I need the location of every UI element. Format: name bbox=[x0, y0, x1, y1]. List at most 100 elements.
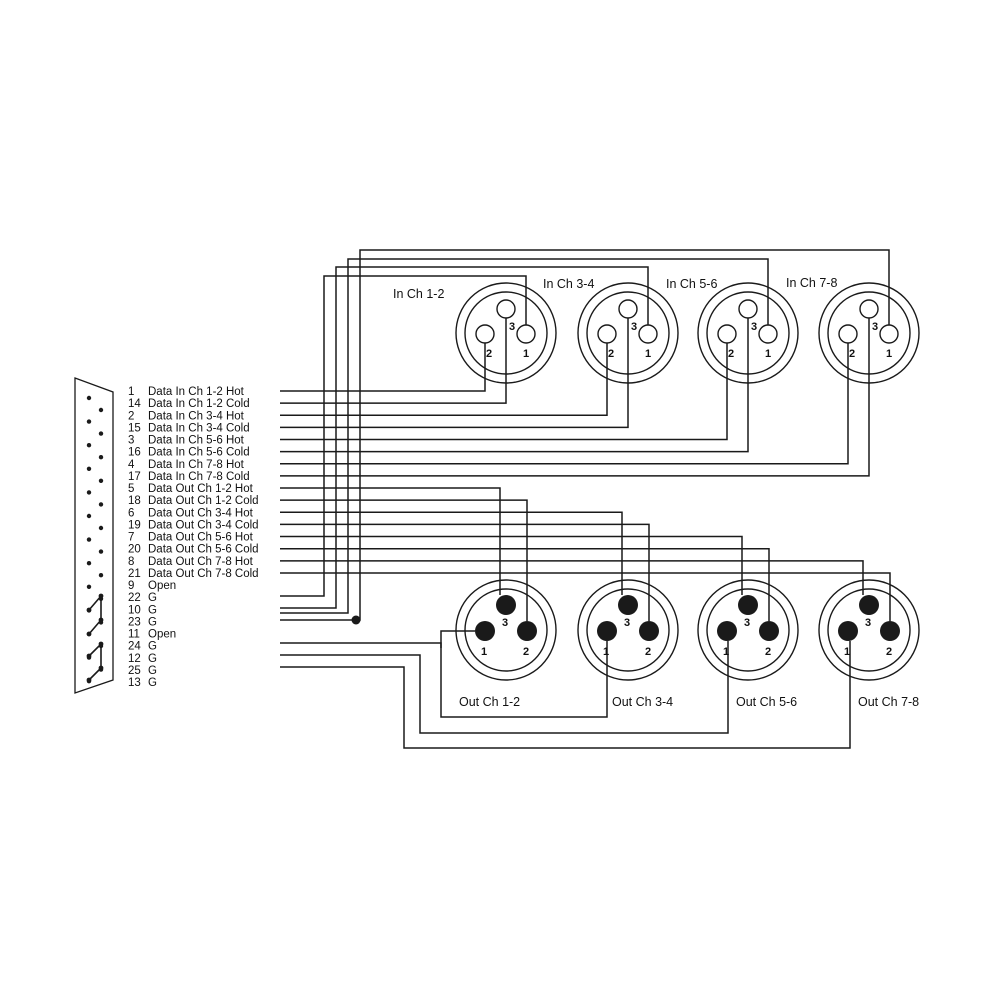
dsub-pin-number: 2 bbox=[128, 410, 134, 422]
dsub-pin-number: 19 bbox=[128, 519, 141, 531]
dsub-pin-label: Data Out Ch 1-2 Hot bbox=[148, 483, 254, 495]
dsub-pin-label: G bbox=[148, 653, 157, 665]
dsub-pin-dot bbox=[98, 617, 104, 623]
dsub-pin-label: Data Out Ch 1-2 Cold bbox=[148, 495, 259, 507]
dsub-pin-dot bbox=[86, 677, 92, 683]
wire-in-hot bbox=[280, 343, 486, 392]
dsub-pin-label: Data In Ch 7-8 Cold bbox=[148, 471, 250, 483]
dsub-pin-dot bbox=[86, 513, 92, 519]
dsub-pin-label: Data In Ch 7-8 Hot bbox=[148, 459, 245, 471]
xlr-pin-number: 3 bbox=[872, 321, 878, 333]
wire-in-ground bbox=[280, 249, 890, 621]
dsub-pin-label: Data Out Ch 7-8 Hot bbox=[148, 556, 254, 568]
dsub-pin-number: 22 bbox=[128, 592, 141, 604]
dsub-pin-dot bbox=[98, 593, 104, 599]
dsub-pin-dot bbox=[86, 466, 92, 471]
dsub-pin-number: 17 bbox=[128, 471, 141, 483]
dsub-pin-dot bbox=[86, 631, 92, 637]
wire-out-cold bbox=[280, 523, 650, 621]
xlr-pin-number: 1 bbox=[603, 646, 609, 658]
wire-out-cold bbox=[280, 572, 891, 621]
dsub-pin-label: Data Out Ch 5-6 Cold bbox=[148, 544, 259, 556]
xlr-pin-number: 1 bbox=[481, 646, 487, 658]
dsub-pin-dot bbox=[98, 502, 104, 507]
xlr-input-label: In Ch 5-6 bbox=[666, 277, 717, 291]
dsub-pin-dot bbox=[86, 607, 92, 613]
dsub-pin-label: Data Out Ch 3-4 Hot bbox=[148, 507, 254, 519]
dsub-pin-dot bbox=[86, 653, 92, 659]
wire-in-cold bbox=[280, 318, 507, 404]
xlr-pin-number: 3 bbox=[631, 321, 637, 333]
xlr-inner-ring bbox=[464, 291, 548, 375]
dsub-pin-number: 11 bbox=[128, 629, 140, 641]
wire-out-cold bbox=[280, 499, 528, 621]
xlr-female-pin bbox=[496, 299, 516, 319]
xlr-female-pin bbox=[879, 324, 899, 344]
xlr-pin-number: 3 bbox=[509, 321, 515, 333]
dsub-pin-dot bbox=[98, 407, 104, 413]
dsub-pin-dot bbox=[98, 525, 104, 531]
dsub-pin-dot bbox=[98, 455, 104, 460]
xlr-pin-number: 1 bbox=[765, 348, 771, 360]
dsub-pin-number: 9 bbox=[128, 580, 134, 592]
wire-in-cold bbox=[280, 318, 749, 453]
dsub-pin-label: Open bbox=[148, 629, 176, 641]
wire-out-ground-tie bbox=[440, 630, 475, 648]
xlr-pin-number: 3 bbox=[744, 617, 750, 629]
dsub-pin-label: Data In Ch 3-4 Cold bbox=[148, 422, 250, 434]
xlr-inner-ring bbox=[827, 588, 911, 672]
wire-out-cold bbox=[280, 547, 770, 621]
dsub-pin-number: 14 bbox=[128, 398, 141, 410]
xlr-female-pin bbox=[738, 299, 758, 319]
dsub-pin-number: 13 bbox=[128, 677, 141, 689]
xlr-pin-number: 2 bbox=[728, 348, 734, 360]
wire-out-hot bbox=[280, 487, 501, 595]
xlr-outer-ring bbox=[697, 579, 799, 681]
wire-out-ground bbox=[280, 641, 729, 734]
dsub-pin-dot bbox=[86, 537, 92, 542]
xlr-pin-number: 1 bbox=[886, 348, 892, 360]
xlr-pin-number: 3 bbox=[751, 321, 757, 333]
xlr-female-pin bbox=[859, 299, 879, 319]
xlr-output-label: Out Ch 5-6 bbox=[736, 695, 797, 709]
wire-in-hot bbox=[280, 343, 849, 465]
xlr-inner-ring bbox=[827, 291, 911, 375]
xlr-pin-number: 1 bbox=[844, 646, 850, 658]
dsub-pin-dot bbox=[98, 665, 104, 671]
xlr-male-pin bbox=[738, 595, 758, 615]
wire-out-ground bbox=[280, 641, 851, 749]
wire-in-cold bbox=[280, 318, 870, 477]
xlr-pin-number: 2 bbox=[608, 348, 614, 360]
dsub-pin-label: G bbox=[148, 677, 157, 689]
dsub-pin-number: 21 bbox=[128, 568, 141, 580]
xlr-female-pin bbox=[638, 324, 658, 344]
dsub-pin-dot bbox=[86, 561, 92, 566]
xlr-pin-number: 2 bbox=[765, 646, 771, 658]
dsub-pin-label: Data Out Ch 5-6 Hot bbox=[148, 532, 254, 544]
dsub-pin-label: Data In Ch 1-2 Hot bbox=[148, 386, 245, 398]
dsub-pin-label: Data Out Ch 7-8 Cold bbox=[148, 568, 259, 580]
dsub-pin-number: 7 bbox=[128, 532, 134, 544]
dsub-pin-number: 20 bbox=[128, 544, 141, 556]
xlr-female-pin bbox=[838, 324, 858, 344]
xlr-inner-ring bbox=[586, 588, 670, 672]
dsub-pin-number: 10 bbox=[128, 604, 141, 616]
xlr-female-pin bbox=[475, 324, 495, 344]
xlr-male-pin bbox=[517, 621, 537, 641]
dsub-pin-dot bbox=[86, 490, 92, 495]
dsub-pin-number: 24 bbox=[128, 641, 141, 653]
xlr-pin-number: 2 bbox=[645, 646, 651, 658]
dsub-pin-dot bbox=[98, 549, 104, 554]
dsub-pin-label: G bbox=[148, 604, 157, 616]
dsub-pin-number: 6 bbox=[128, 507, 134, 519]
xlr-pin-number: 2 bbox=[486, 348, 492, 360]
dsub-ground-jumper bbox=[88, 593, 102, 635]
dsub-pin-number: 4 bbox=[128, 459, 135, 471]
xlr-outer-ring bbox=[577, 579, 679, 681]
xlr-male-pin bbox=[838, 621, 858, 641]
xlr-pin-number: 2 bbox=[886, 646, 892, 658]
